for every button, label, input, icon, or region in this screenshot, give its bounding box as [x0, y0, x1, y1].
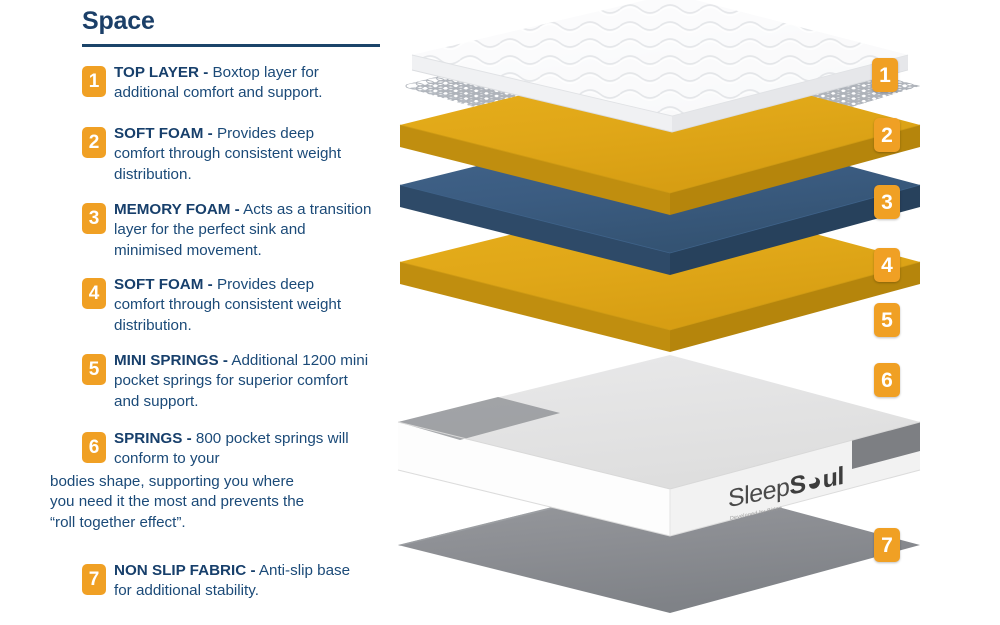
legend-title-7: NON SLIP FABRIC	[114, 562, 247, 579]
legend-text-1: TOP LAYER - Boxtop layer for additional …	[114, 63, 364, 104]
legend-dash-2: -	[207, 125, 213, 142]
legend-body-6: 800 pocket springs will conform to your	[114, 430, 349, 468]
diagram-badge-7[interactable]: 7	[874, 528, 900, 562]
diagram-badge-6[interactable]: 6	[874, 363, 900, 397]
legend-dash-1: -	[203, 64, 209, 81]
legend-body-1: Boxtop layer for additional comfort and …	[114, 64, 323, 102]
legend-title-6: SPRINGS	[114, 430, 183, 447]
legend-text-6: SPRINGS - 800 pocket springs will confor…	[114, 429, 352, 470]
legend-dash-7: -	[250, 562, 256, 579]
legend-title-1: TOP LAYER	[114, 64, 199, 81]
layer-top-layer	[411, 0, 909, 133]
page-title: Space	[82, 7, 155, 35]
diagram-badge-1[interactable]: 1	[872, 58, 898, 92]
legend-body-5: Additional 1200 mini pocket springs for …	[114, 352, 369, 410]
legend-text-5: MINI SPRINGS - Additional 1200 mini pock…	[114, 351, 376, 412]
legend-badge-6: 6	[82, 432, 106, 463]
diagram-badge-2[interactable]: 2	[874, 118, 900, 152]
legend-badge-7: 7	[82, 564, 106, 595]
legend-panel: Space 1 TOP LAYER - Boxtop layer for add…	[0, 0, 390, 625]
brand-droplet-icon	[806, 473, 823, 493]
legend-badge-3: 3	[82, 203, 106, 234]
legend-title-2: SOFT FOAM	[114, 125, 204, 142]
diagram-badge-3[interactable]: 3	[874, 185, 900, 219]
legend-body-2: Provides deep comfort through consistent…	[114, 125, 342, 183]
mattress-layers-svg	[397, 0, 921, 613]
legend-badge-1: 1	[82, 66, 106, 97]
diagram-badge-4[interactable]: 4	[874, 248, 900, 282]
legend-dash-6: -	[186, 430, 192, 447]
legend-title-5: MINI SPRINGS	[114, 352, 219, 369]
legend-badge-2: 2	[82, 127, 106, 158]
legend-dash-4: -	[207, 276, 213, 293]
legend-text-4: SOFT FOAM - Provides deep comfort throug…	[114, 275, 364, 336]
legend-badge-4: 4	[82, 278, 106, 309]
legend-text-3: MEMORY FOAM - Acts as a transition layer…	[114, 200, 376, 261]
legend-text-7: NON SLIP FABRIC - Anti-slip base for add…	[114, 561, 364, 602]
legend-body-3: Acts as a transition layer for the perfe…	[114, 201, 372, 259]
legend-body-7: Anti-slip base for additional stability.	[114, 562, 351, 600]
legend-dash-5: -	[222, 352, 228, 369]
diagram-badge-5[interactable]: 5	[874, 303, 900, 337]
brand-name-part2: S	[789, 469, 806, 501]
legend-title-4: SOFT FOAM	[114, 276, 204, 293]
legend-badge-5: 5	[82, 354, 106, 385]
brand-name-part3: ul	[822, 461, 844, 495]
legend-title-3: MEMORY FOAM	[114, 201, 231, 218]
legend-dash-3: -	[234, 201, 240, 218]
layer-base-box	[397, 355, 921, 537]
legend-body-4: Provides deep comfort through consistent…	[114, 276, 342, 334]
title-divider	[82, 44, 380, 47]
legend-body-6-overflow: bodies shape, supporting you where you n…	[50, 473, 305, 531]
legend-text-2: SOFT FOAM - Provides deep comfort throug…	[114, 124, 364, 185]
